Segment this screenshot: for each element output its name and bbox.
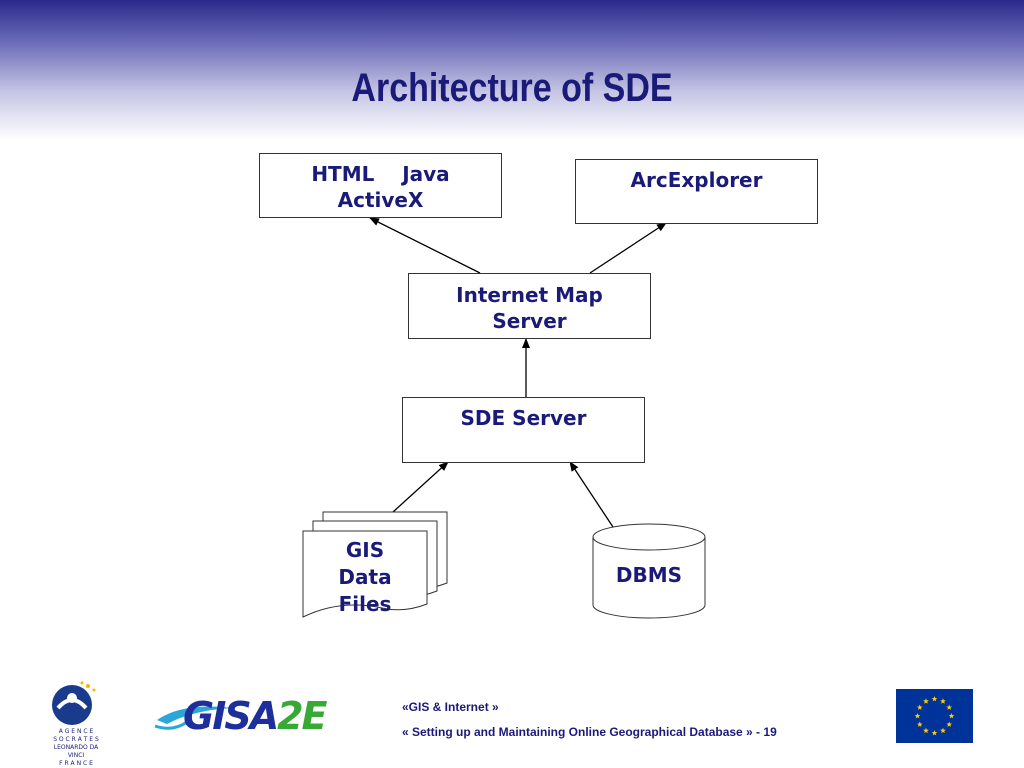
activex-label: ActiveX <box>337 188 424 212</box>
eu-flag-icon <box>896 689 973 743</box>
gis-data-files-label: GIS Data Files <box>303 537 427 618</box>
data-files-icon <box>302 511 448 618</box>
sde-server-label: SDE Server <box>460 406 587 430</box>
database-cylinder-icon <box>592 523 706 619</box>
dbms-label: DBMS <box>615 563 683 587</box>
eu-star-icon <box>916 704 923 710</box>
eu-star-icon <box>923 727 929 734</box>
eu-star-icon <box>940 698 946 704</box>
agence-line-2: S O C R A T E S <box>53 736 99 743</box>
eu-star-icon <box>940 727 946 734</box>
arcexplorer-label: ArcExplorer <box>630 168 763 192</box>
eu-star-icon <box>916 721 923 727</box>
agence-logo-text: A G E N C E S O C R A T E S LEONARDO DA … <box>48 728 104 768</box>
header-gradient <box>0 0 1024 140</box>
gis-label: GIS <box>345 538 385 562</box>
footer-subtitle-page: « Setting up and Maintaining Online Geog… <box>402 725 777 739</box>
arcexplorer-box: ArcExplorer <box>575 159 818 224</box>
data-label: Data <box>338 565 392 589</box>
server-label: Server <box>492 309 567 333</box>
eu-star-icon <box>923 698 929 704</box>
internet-map-server-box: Internet Map Server <box>408 273 651 339</box>
internet-map-label: Internet Map <box>456 283 603 307</box>
slide-title: Architecture of SDE <box>351 66 673 110</box>
gisa2e-logo: GISA2E <box>183 694 328 738</box>
eu-star-icon <box>914 713 921 719</box>
eu-star-icon <box>946 704 953 710</box>
eu-star-icon <box>948 713 955 719</box>
footer-course-title: «GIS & Internet » <box>402 700 499 714</box>
agence-line-3: LEONARDO DA VINCI <box>53 744 99 759</box>
agence-line-4: F R A N C E <box>59 760 93 767</box>
arrow-ims-to-html <box>369 217 481 274</box>
files-label: Files <box>338 592 392 616</box>
agence-line-1: A G E N C E <box>58 728 94 735</box>
eu-star-icon <box>946 721 953 727</box>
gisa-logo-accent: 2E <box>277 694 327 738</box>
arrow-dbms-to-sde <box>569 461 614 528</box>
gisa-logo-text: GISA <box>183 694 279 738</box>
agence-socrates-logo-icon <box>52 681 96 725</box>
sde-server-box: SDE Server <box>402 397 645 463</box>
eu-star-icon <box>931 696 938 702</box>
html-java-activex-box: HTML Java ActiveX <box>259 153 502 218</box>
html-java-label: HTML Java <box>311 162 450 186</box>
eu-star-icon <box>931 730 938 736</box>
arrow-ims-to-arcexplorer <box>589 222 667 274</box>
gisa2e-swoosh-icon <box>154 706 233 730</box>
arrow-files-to-sde <box>392 461 449 513</box>
